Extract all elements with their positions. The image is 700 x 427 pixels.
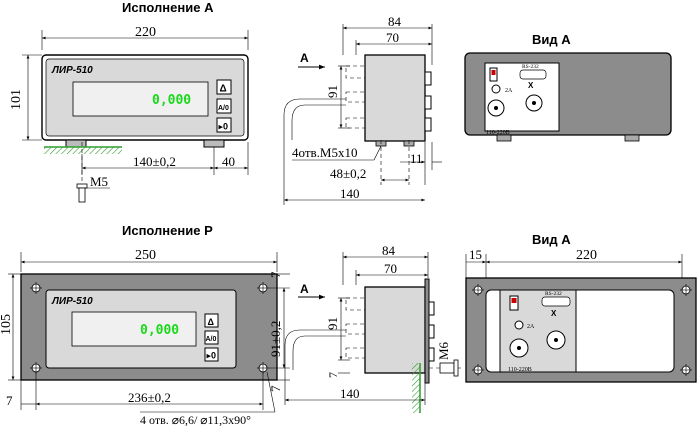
svg-text:Δ: Δ: [220, 84, 227, 95]
foot-left: [65, 139, 87, 148]
svg-text:Δ: Δ: [208, 317, 215, 327]
variant-p-side: А 84 70 91 7 M6 140: [284, 243, 462, 413]
power-label: 110-220В: [486, 130, 510, 136]
dim-84-p: 84: [382, 243, 396, 258]
variant-p-front: Исполнение Р 250 105 ЛИР-510 0,000 Δ A/0…: [0, 223, 290, 427]
device-label: ЛИР-510: [51, 65, 93, 76]
dim-48: 48±0,2: [330, 166, 366, 181]
svg-text:▸0: ▸0: [219, 122, 229, 132]
arrow-a-label-p: А: [300, 282, 309, 296]
svg-text:▸0: ▸0: [207, 351, 217, 361]
dim-11: 11: [410, 151, 423, 166]
display-value: 0,000: [152, 93, 191, 108]
dim-7-top: 7: [268, 271, 283, 278]
variant-p-heading: Исполнение Р: [122, 223, 213, 238]
flange-section: [424, 278, 430, 384]
dim-140: 140±0,2: [133, 154, 176, 169]
dim-220-rear: 220: [576, 248, 597, 263]
button-a0[interactable]: [216, 98, 232, 114]
dim-40: 40: [222, 154, 235, 169]
svg-text:X: X: [528, 81, 534, 90]
dim-91: 91: [325, 85, 340, 98]
fuse-holder-p: [514, 320, 524, 330]
display-window-p: [71, 311, 197, 347]
dim-250: 250: [135, 248, 156, 263]
dim-101: 101: [9, 89, 24, 110]
dim-7-bottom: 7: [268, 385, 283, 392]
device-label-p: ЛИР-510: [51, 296, 93, 307]
rs232-port-p: [541, 296, 571, 307]
thread-m5: M5: [90, 174, 108, 189]
button-delta-p[interactable]: [204, 313, 219, 328]
dim-220: 220: [135, 25, 156, 40]
fuse-label-p: 2A: [527, 324, 535, 330]
dim-15: 15: [469, 247, 482, 262]
dim-70: 70: [386, 30, 399, 45]
dim-84: 84: [388, 14, 402, 29]
screw-shank: [78, 187, 86, 203]
rear-heading: Вид А: [532, 32, 571, 47]
dim-7-left: 7: [6, 393, 13, 408]
rear-heading-p: Вид А: [532, 232, 571, 247]
side-body-p: [364, 286, 426, 374]
holes-note-p: 4 отв. ⌀6,6/ ⌀11,3x90°: [140, 413, 251, 427]
dim-91-side-p: 91: [325, 317, 340, 330]
rs232-label-p: RS-232: [545, 291, 562, 297]
variant-p-rear: Вид А 15 220 RS-232 X 2A 110-220В: [465, 232, 697, 383]
rs232-label: RS-232: [522, 64, 539, 70]
holes-note: 4отв.M5x10: [292, 145, 357, 160]
svg-text:A/0: A/0: [206, 336, 217, 343]
foot-right: [203, 139, 225, 148]
button-reset[interactable]: [216, 117, 232, 133]
dim-140-side-p: 140: [340, 386, 360, 401]
mounting-surface: [44, 147, 122, 154]
button-delta[interactable]: [216, 79, 232, 95]
screw-m6: [439, 362, 455, 374]
dim-91-p: 91±0,2: [268, 321, 283, 357]
variant-a-heading: Исполнение А: [122, 0, 214, 15]
display-window: [72, 81, 209, 117]
rs232-port: [519, 69, 547, 80]
svg-text:X: X: [551, 309, 557, 318]
screw-head: [76, 183, 88, 189]
thread-m6: M6: [436, 341, 451, 360]
panel-wall: [412, 363, 420, 413]
svg-text:A/0: A/0: [218, 105, 229, 112]
button-reset-p[interactable]: [204, 347, 219, 362]
button-a0-p[interactable]: [204, 330, 219, 345]
variant-a-rear: Вид А RS-232 X 2A 110-220В: [464, 32, 672, 142]
fuse-holder: [491, 84, 501, 94]
variant-a-front: Исполнение А 220 101 ЛИР-510 0,000 Δ A/0…: [9, 0, 249, 205]
dim-105: 105: [0, 314, 14, 335]
dim-236: 236±0,2: [128, 390, 171, 405]
dim-140-side: 140: [340, 186, 360, 201]
side-body: [364, 54, 426, 142]
dim-7-side: 7: [326, 372, 340, 378]
variant-a-side: А 84 70 91 4отв.M5x10 48: [283, 14, 442, 205]
display-value-p: 0,000: [140, 323, 179, 338]
dim-70-p: 70: [384, 261, 397, 276]
fuse-label: 2A: [505, 88, 513, 94]
arrow-a-label: А: [300, 51, 309, 65]
power-label-p: 110-220В: [508, 367, 532, 373]
